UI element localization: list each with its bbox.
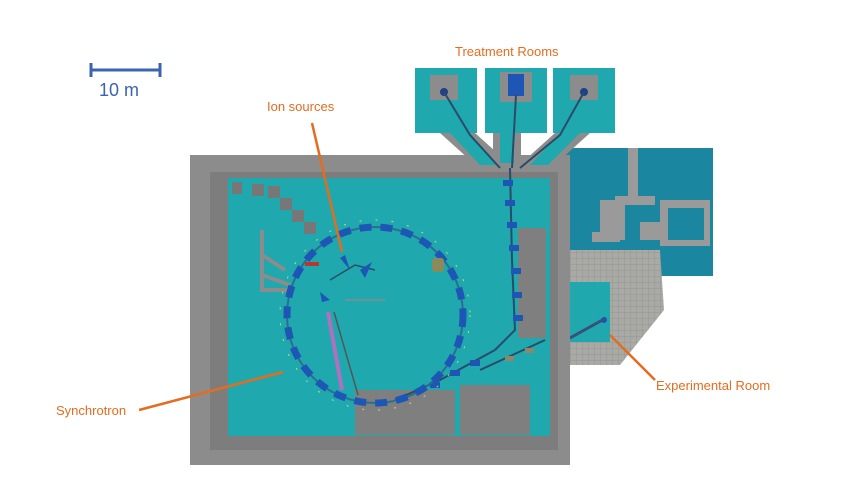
experimental-room-label: Experimental Room — [656, 378, 771, 393]
ion-source-area — [305, 255, 444, 396]
scale-bar-label: 10 m — [99, 80, 140, 100]
main-building — [190, 155, 570, 465]
experimental-room — [563, 250, 664, 365]
callout-lines — [138, 122, 656, 412]
treatment-rooms-label: Treatment Rooms — [455, 44, 559, 59]
beam-transport-lines — [394, 91, 585, 401]
synchrotron-ring — [279, 219, 471, 411]
treatment-rooms — [415, 68, 615, 165]
ion-sources-label: Ion sources — [267, 99, 335, 114]
beamline-magnets — [430, 180, 534, 388]
scale-bar — [89, 63, 162, 77]
synchrotron-label: Synchrotron — [56, 403, 127, 418]
